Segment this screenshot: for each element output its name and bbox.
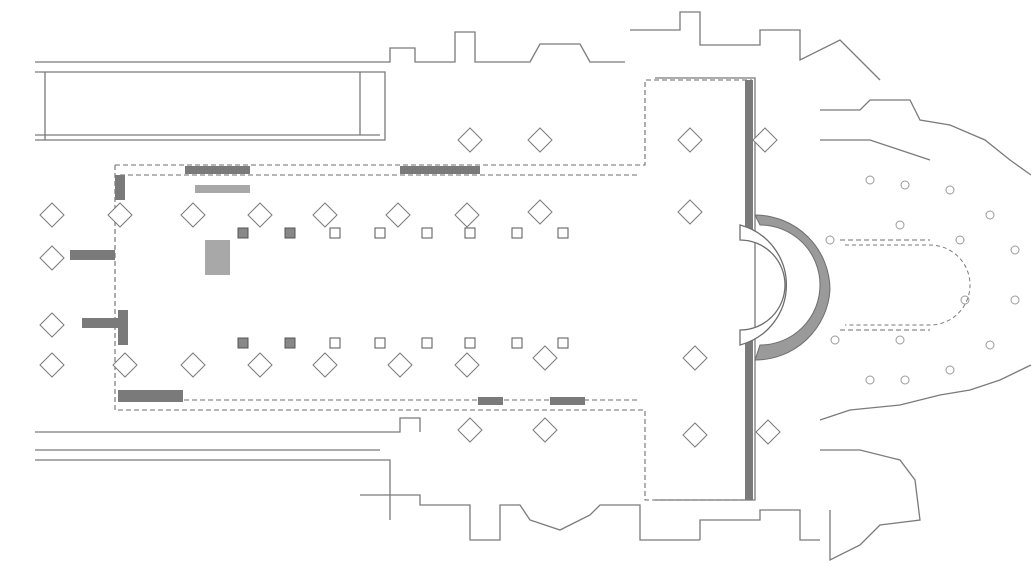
chevet-column: [945, 365, 955, 375]
pier: [527, 127, 553, 153]
chevet-column: [955, 235, 965, 245]
chevet-column: [865, 175, 875, 185]
chevet-column: [960, 295, 970, 305]
chevet-column: [865, 375, 875, 385]
chevet-column: [985, 210, 995, 220]
pier: [39, 312, 65, 338]
nave-outline: [114, 79, 930, 501]
chevet-column: [895, 220, 905, 230]
column-base: [511, 227, 523, 239]
column-base: [374, 227, 386, 239]
pier: [39, 245, 65, 271]
chevet-column: [945, 185, 955, 195]
column-base: [329, 337, 341, 349]
pier: [385, 202, 411, 228]
pier: [532, 345, 558, 371]
pier: [180, 202, 206, 228]
pier: [312, 202, 338, 228]
pier: [39, 202, 65, 228]
wall-hatching: [70, 80, 753, 500]
pier: [312, 352, 338, 378]
column-base: [421, 337, 433, 349]
pier: [180, 352, 206, 378]
chevet-column: [1010, 295, 1020, 305]
pier: [457, 417, 483, 443]
column-bases: [237, 227, 569, 349]
outer-walls: [35, 11, 1031, 562]
chevet-column: [1010, 245, 1020, 255]
column-base: [374, 337, 386, 349]
column-base: [464, 227, 476, 239]
pier: [247, 352, 273, 378]
pier: [247, 202, 273, 228]
column-base: [284, 337, 296, 349]
chevet-columns: [825, 175, 1020, 385]
chevet-column: [900, 375, 910, 385]
column-base: [464, 337, 476, 349]
pier: [107, 202, 133, 228]
column-base: [511, 337, 523, 349]
pier: [682, 345, 708, 371]
pier: [677, 127, 703, 153]
column-base: [237, 227, 249, 239]
chevet-column: [900, 180, 910, 190]
pier: [457, 127, 483, 153]
chevet-column: [985, 340, 995, 350]
chevet-column: [825, 235, 835, 245]
pier: [532, 417, 558, 443]
piers: [39, 127, 781, 448]
pier: [755, 419, 781, 445]
column-base: [237, 337, 249, 349]
pier: [752, 127, 778, 153]
pier: [682, 422, 708, 448]
pier: [454, 352, 480, 378]
column-base: [284, 227, 296, 239]
chevet-column: [830, 335, 840, 345]
apse: [739, 214, 971, 361]
column-base: [421, 227, 433, 239]
pier: [527, 199, 553, 225]
column-base: [557, 227, 569, 239]
column-base: [329, 227, 341, 239]
pier: [677, 199, 703, 225]
chevet-column: [895, 335, 905, 345]
pier: [454, 202, 480, 228]
column-base: [557, 337, 569, 349]
pier: [39, 352, 65, 378]
pier: [387, 352, 413, 378]
pier: [112, 352, 138, 378]
